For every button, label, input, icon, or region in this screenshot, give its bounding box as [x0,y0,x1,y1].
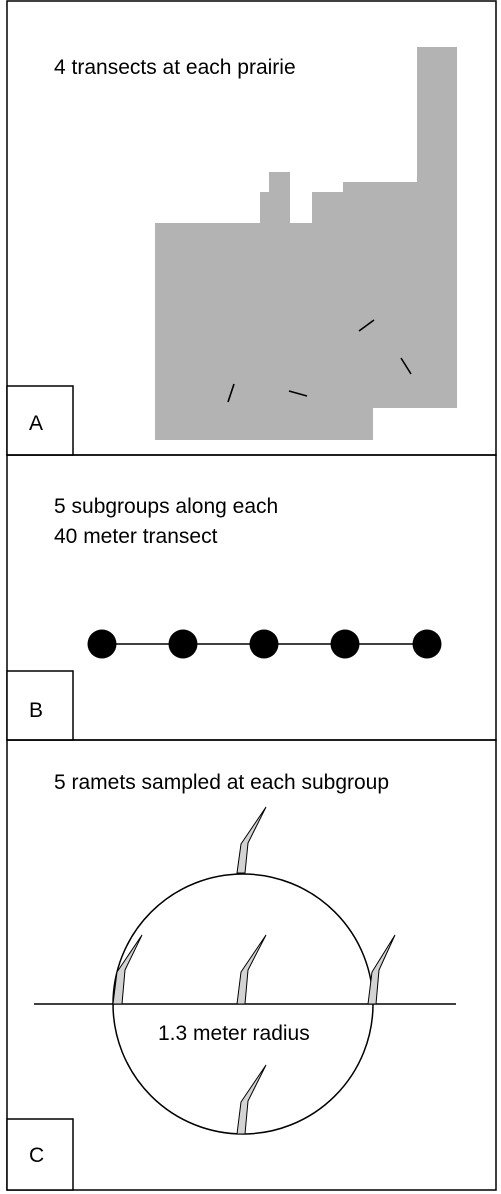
panel-c-letter: C [29,1144,44,1167]
panel-b-letter: B [29,699,43,722]
panel-c: 5 ramets sampled at each subgroup 1.3 me… [6,739,497,1191]
panel-a-caption: 4 transects at each prairie [54,56,296,79]
ramet-shape [367,934,396,1005]
ramet-shape [236,806,267,874]
panel-c-caption: 5 ramets sampled at each subgroup [54,771,389,794]
subgroup-dot [412,629,442,659]
panel-a-letter: A [29,412,43,435]
panel-b: 5 subgroups along each 40 meter transect… [6,454,497,741]
prairie-shape [155,47,457,440]
subgroup-dot [87,629,117,659]
panel-c-frame [6,739,497,1191]
ramet-shape [112,934,143,1005]
transect-line [400,357,412,375]
radius-label: 1.3 meter radius [158,1022,310,1045]
transect-line [288,390,308,397]
transect-line [358,319,375,332]
panel-c-letter-box [6,1118,74,1191]
subgroup-dot [168,629,198,659]
subgroup-dot [249,629,279,659]
panel-b-caption-line1: 5 subgroups along each [54,495,278,518]
panel-a-letter-box [6,385,74,456]
ramet-shape [236,934,267,1005]
subgroup-dot [330,629,360,659]
panel-b-caption-line2: 40 meter transect [54,525,218,548]
ramet-shape [236,1064,267,1135]
panel-a: 4 transects at each prairie A [6,0,497,456]
panel-b-letter-box [6,670,74,741]
transect-line [227,383,235,403]
